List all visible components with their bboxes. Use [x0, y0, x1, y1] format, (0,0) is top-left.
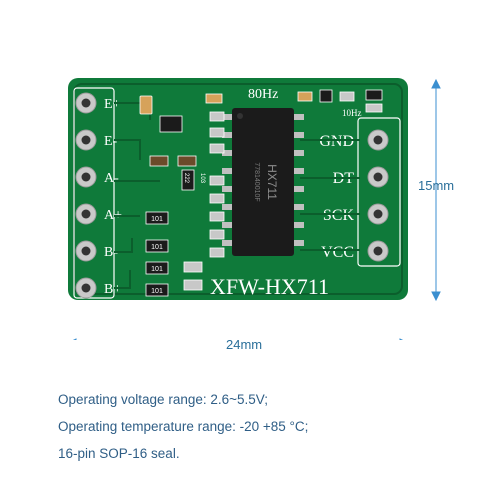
spec-voltage: Operating voltage range: 2.6~5.5V; [58, 392, 269, 407]
left-pin-hole [81, 98, 91, 108]
chip-pin [292, 186, 304, 192]
chip-pin1-marker [237, 113, 243, 119]
resistor [145, 261, 169, 275]
chip-pins-right [292, 114, 304, 246]
right-pin-hole [373, 135, 383, 145]
resistor-code: 101 [151, 244, 163, 251]
pcb-traces [114, 102, 360, 289]
left-pin-label: E- [104, 134, 118, 149]
width-dimension-label: 24mm [222, 337, 267, 352]
chip-code: 778140010F [253, 162, 260, 201]
chip-pin [222, 114, 234, 120]
left-pin-pads [75, 92, 97, 299]
chip-pin [292, 204, 304, 210]
component-label-222: 222 [183, 173, 189, 184]
right-pin-hole [373, 246, 383, 256]
chip-pin [222, 204, 234, 210]
left-header-outline [73, 87, 115, 299]
smd-components [139, 89, 383, 291]
left-pin-labels: E+ E- A- A+ B- B+ [104, 97, 122, 297]
width-arrow-right [399, 338, 410, 348]
left-pin-label: B- [104, 245, 118, 260]
chip-pin [222, 186, 234, 192]
resistor-code: 101 [151, 216, 163, 223]
chip-pin [292, 168, 304, 174]
hx711-chip [232, 108, 294, 256]
chip-pin [222, 168, 234, 174]
resistor-array: 101 101 101 101 [145, 211, 169, 297]
resistor-code: 101 [151, 266, 163, 273]
chip-pin [222, 240, 234, 246]
chip-pin [222, 132, 234, 138]
left-pin-label: E+ [104, 97, 121, 112]
left-pin-hole [81, 246, 91, 256]
chip-pins-left [222, 114, 234, 246]
left-pin-hole [81, 135, 91, 145]
left-pin-hole [81, 209, 91, 219]
right-pin-hole [373, 209, 383, 219]
spec-package: 16-pin SOP-16 seal. [58, 446, 180, 461]
resistor-code: 101 [151, 288, 163, 295]
height-arrow-bottom [431, 291, 441, 302]
right-header-outline [357, 117, 401, 267]
height-arrow-top [431, 78, 441, 89]
chip-pin [222, 222, 234, 228]
right-pin-pads [367, 129, 389, 262]
right-pin-label: VCC [321, 244, 354, 261]
chip-label: HX711 [265, 164, 279, 200]
left-pin-label: A- [104, 171, 119, 186]
chip-pin [292, 222, 304, 228]
chip-pin [222, 150, 234, 156]
component-label-103: 103 [199, 173, 205, 184]
chip-pin [292, 114, 304, 120]
right-pin-hole [373, 172, 383, 182]
right-pin-label: GND [319, 133, 354, 150]
resistor [145, 283, 169, 297]
right-pin-label: SCK [323, 207, 355, 224]
left-pin-label: B+ [104, 282, 121, 297]
width-arrow-left [66, 338, 77, 348]
board-model-label: XFW-HX711 [210, 274, 329, 299]
left-pin-label: A+ [104, 208, 122, 223]
chip-pin [292, 150, 304, 156]
resistor [145, 211, 169, 225]
spec-list: Operating voltage range: 2.6~5.5V; Opera… [58, 386, 308, 467]
left-pin-hole [81, 283, 91, 293]
freq-10hz-label: 10Hz [342, 108, 362, 118]
chip-pin [292, 240, 304, 246]
spec-temperature: Operating temperature range: -20 +85 °C; [58, 419, 309, 434]
chip-pin [292, 132, 304, 138]
resistor [145, 239, 169, 253]
height-dimension-label: 15mm [418, 178, 455, 193]
freq-80hz-label: 80Hz [248, 87, 278, 102]
left-pin-hole [81, 172, 91, 182]
